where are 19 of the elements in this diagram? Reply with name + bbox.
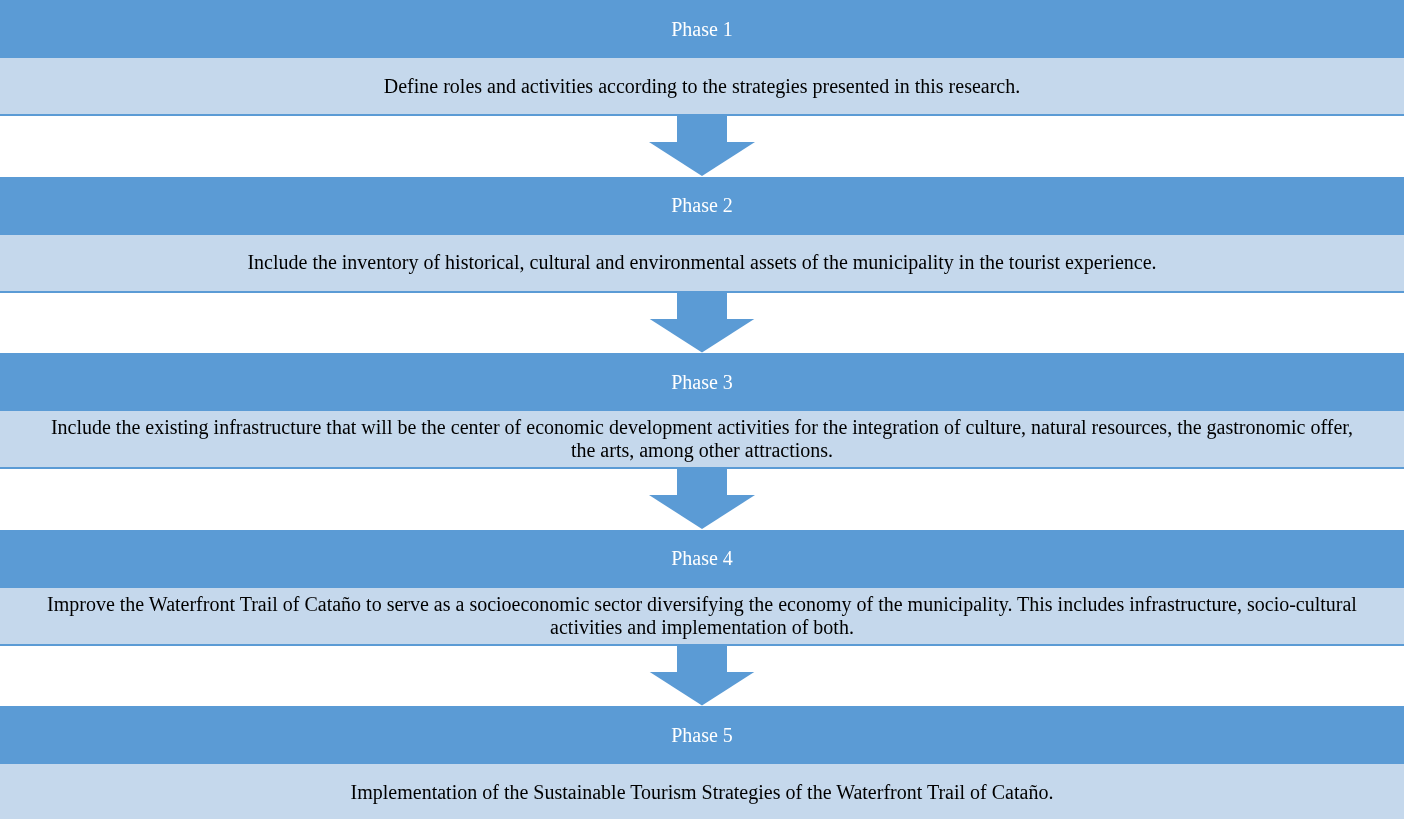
phase-block [0, 353, 1404, 469]
phase-description: Include the existing infrastructure that will be the center of economic development activities for the integration of culture, natural resources, the gastronomic offer, the arts, among other attractions. [0, 411, 1404, 469]
phase-header: Phase 2 [0, 176, 1404, 235]
phase-block [0, 529, 1404, 646]
phase-header: Phase 3 [0, 353, 1404, 411]
block-arrow [649, 292, 755, 353]
block-arrow [649, 469, 755, 529]
block-arrow [649, 645, 755, 706]
phase-description: Implementation of the Sustainable Tourism Strategies of the Waterfront Trail of Cataño. [0, 764, 1404, 819]
phase-block [0, 706, 1404, 819]
phase-header: Phase 5 [0, 706, 1404, 764]
phase-block [0, 0, 1404, 116]
phase-header: Phase 4 [0, 529, 1404, 588]
phase-description: Improve the Waterfront Trail of Cataño to serve as a socioeconomic sector diversifying the economy of the municipality. This includes infrastructure, socio-cultural activities and implementation of both. [0, 587, 1404, 646]
phase-description: Define roles and activities according to the strategies presented in this research. [0, 58, 1404, 116]
phase-block [0, 176, 1404, 293]
phase-header: Phase 1 [0, 0, 1404, 58]
block-arrow [649, 116, 755, 176]
phase-description: Include the inventory of historical, cultural and environmental assets of the municipality in the tourist experience. [0, 234, 1404, 293]
